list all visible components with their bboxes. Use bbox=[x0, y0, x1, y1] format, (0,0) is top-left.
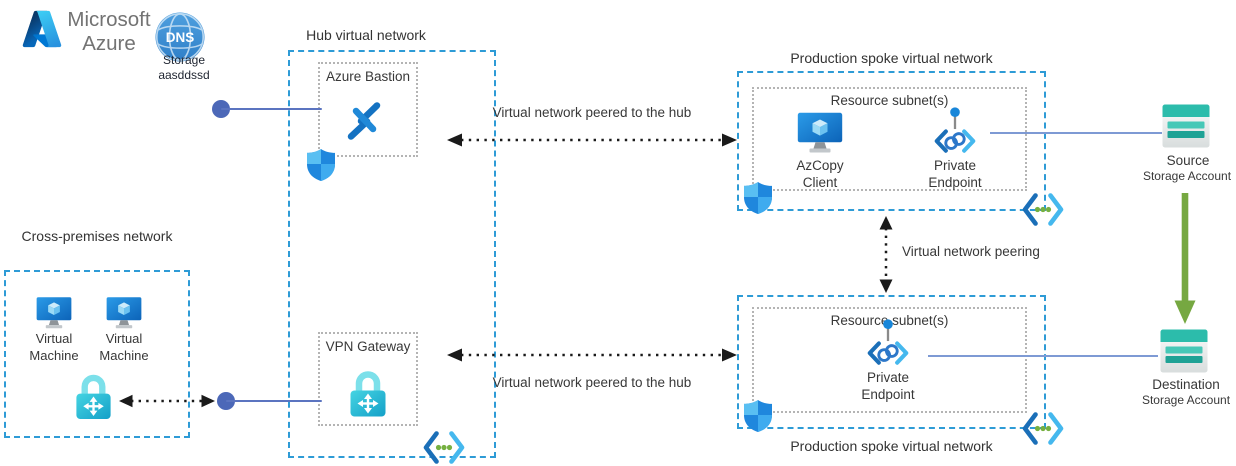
spoke-bottom-subnet-box bbox=[752, 307, 1027, 413]
spoke-top-box bbox=[737, 71, 1046, 211]
peering-label: Virtual network peering bbox=[902, 244, 1040, 259]
pe-to-destination-line bbox=[928, 355, 1158, 357]
hub-vnet-box bbox=[288, 50, 496, 458]
spoke-peering-arrow bbox=[879, 216, 893, 293]
source-storage-icon bbox=[1162, 103, 1210, 149]
azure-bastion-icon bbox=[344, 99, 384, 143]
private-endpoint-icon bbox=[862, 317, 914, 367]
dns-icon-label: DNS bbox=[166, 30, 195, 45]
peered-bottom-arrow bbox=[447, 348, 737, 362]
spoke-bottom-title: Production spoke virtual network bbox=[790, 438, 993, 454]
source-storage-name: Source bbox=[1166, 153, 1210, 168]
vpn-gateway-label: VPN Gateway bbox=[325, 339, 411, 354]
dns-icon: DNS bbox=[155, 12, 205, 62]
bastion-label: Azure Bastion bbox=[325, 69, 411, 84]
cross-premises-title: Cross-premises network bbox=[21, 228, 173, 244]
vm2-label: Virtual Machine bbox=[99, 331, 149, 363]
spoke-top-subnet-box bbox=[752, 87, 1027, 191]
virtual-machine-icon bbox=[36, 293, 72, 333]
nsg-shield-icon bbox=[743, 181, 773, 215]
spoke-bottom-box bbox=[737, 295, 1046, 429]
vpn-gateway-icon bbox=[346, 369, 390, 419]
peered-top-arrow bbox=[447, 133, 737, 147]
private-endpoint-bottom-label: Private Endpoint bbox=[861, 370, 915, 403]
private-endpoint-icon bbox=[929, 105, 981, 155]
vm1-label: Virtual Machine bbox=[29, 331, 79, 363]
cross-premises-vpn-arrow bbox=[119, 394, 215, 408]
destination-storage-type: Storage Account bbox=[1141, 393, 1231, 407]
spoke-top-subnet-label: Resource subnet(s) bbox=[830, 93, 949, 108]
destination-storage-icon bbox=[1160, 329, 1208, 373]
local-gateway-lock-icon bbox=[72, 372, 115, 422]
azcopy-client-label: AzCopy Client bbox=[796, 158, 844, 191]
spoke-top-virtual-network-icon bbox=[1022, 193, 1064, 226]
pe-to-source-line bbox=[990, 132, 1162, 134]
vpn-subnet-box bbox=[318, 332, 418, 426]
nsg-shield-icon bbox=[306, 148, 336, 182]
bastion-connector-line bbox=[221, 107, 322, 110]
azure-logo-icon bbox=[22, 10, 62, 48]
peered-bottom-label: Virtual network peered to the hub bbox=[492, 375, 692, 390]
azcopy-client-icon bbox=[797, 112, 843, 154]
nsg-shield-icon bbox=[743, 399, 773, 433]
hub-virtual-network-icon bbox=[423, 431, 465, 464]
virtual-machine-icon bbox=[106, 293, 142, 333]
spoke-top-title: Production spoke virtual network bbox=[790, 50, 993, 66]
copy-direction-arrow bbox=[1174, 193, 1196, 324]
destination-storage-name: Destination bbox=[1152, 377, 1220, 392]
vpn-connector-line bbox=[226, 399, 322, 402]
private-endpoint-top-label: Private Endpoint bbox=[928, 158, 982, 191]
hub-title: Hub virtual network bbox=[306, 27, 426, 43]
source-storage-type: Storage Account bbox=[1142, 169, 1232, 183]
peered-top-label: Virtual network peered to the hub bbox=[492, 105, 692, 120]
azure-logo-text: Microsoft Azure bbox=[67, 8, 151, 56]
storage-caption: Storage aasddssd bbox=[158, 53, 210, 83]
cross-premises-box bbox=[4, 270, 190, 438]
